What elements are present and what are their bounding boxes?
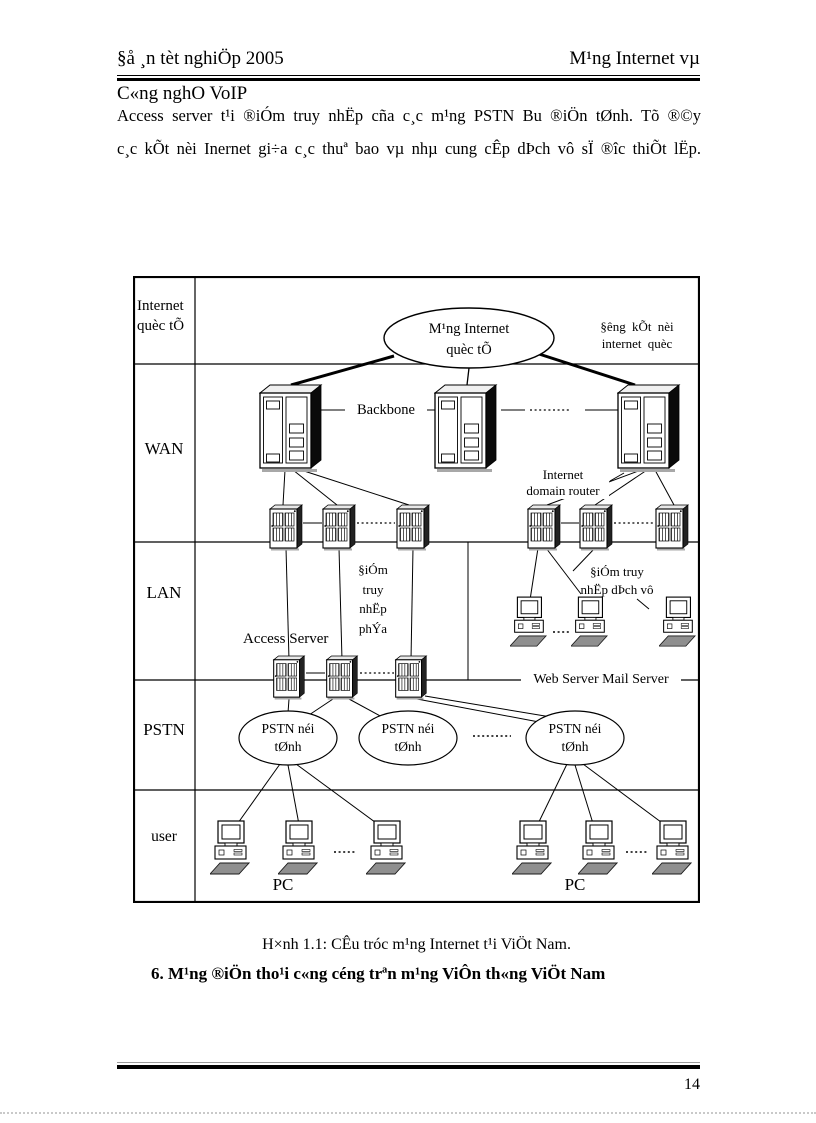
intl-link-note: §êng kÕt nèi internet quèc xyxy=(583,318,691,352)
row-label-wan: WAN xyxy=(144,439,184,458)
lan-router-icon-3 xyxy=(396,504,430,551)
service-access-note: §iÓm truy nhËp dÞch vô xyxy=(563,563,671,598)
access-server-icon-1 xyxy=(273,655,305,700)
pstn-cloud-1 xyxy=(238,710,338,766)
service-pc-icon-2 xyxy=(571,596,608,647)
page-bottom-dotted-line xyxy=(0,1112,816,1114)
pstn-cloud-label-3: PSTN néi tØnh xyxy=(527,720,623,755)
lan-router-icon-6 xyxy=(655,504,689,551)
page-number: 14 xyxy=(684,1076,700,1093)
lan-router-icon-2 xyxy=(322,504,356,551)
domain-router-note-line1: Internet xyxy=(542,467,584,482)
row-label-internet-quoc-te: Internet quèc tÕ xyxy=(137,298,185,334)
pstn-cloud-label-2: PSTN néi tØnh xyxy=(360,720,456,755)
service-pc-icon-3 xyxy=(659,596,696,647)
paragraph-line-1: Access server t¹i ®iÓm truy nhËp cña c¸c… xyxy=(117,106,701,125)
row-label-user: user xyxy=(151,828,177,845)
service-access-note-line2: nhËp dÞch vô xyxy=(580,581,654,597)
pstn-cloud-3-line1: PSTN néi xyxy=(548,721,602,736)
pc-label-left: PC xyxy=(264,875,302,895)
header-subtitle: C«ng nghO VoIP xyxy=(117,83,248,104)
header-left-title: §å ¸n tèt nghiÖp 2005 xyxy=(117,48,284,69)
access-server-icon-2 xyxy=(326,655,358,700)
intl-link-note-line2: internet quèc xyxy=(601,336,673,351)
access-point-note-line1: §iÓm xyxy=(358,562,388,577)
internet-cloud-line2: quèc tÕ xyxy=(446,342,492,358)
page-header: §å ¸n tèt nghiÖp 2005 M¹ng Internet vµ xyxy=(117,48,700,74)
intl-link-note-line1: §êng kÕt nèi xyxy=(600,319,674,334)
section-heading: 6. M¹ng ®iÖn tho¹i c«ng céng trªn m¹ng V… xyxy=(151,964,606,983)
user-pc-icon-1 xyxy=(210,820,250,875)
pstn-cloud-1-line2: tØnh xyxy=(274,738,302,754)
pstn-cloud-label-1: PSTN néi tØnh xyxy=(240,720,336,755)
wan-cabinet-icon-3 xyxy=(617,384,680,473)
internet-cloud-line1: M¹ng Internet xyxy=(428,321,510,337)
access-server-label: Access Server xyxy=(243,631,329,647)
figure-caption: H×nh 1.1: CÊu tróc m¹ng Internet t¹i ViÖ… xyxy=(262,936,571,953)
pstn-cloud-2-line2: tØnh xyxy=(394,738,422,754)
service-access-note-line1: §iÓm truy xyxy=(590,564,644,579)
header-right-title: M¹ng Internet vµ xyxy=(569,48,700,69)
pstn-cloud-1-line1: PSTN néi xyxy=(261,721,315,736)
internet-cloud-label: M¹ng Internet quèc tÕ xyxy=(384,319,554,361)
user-pc-icon-2 xyxy=(278,820,318,875)
pstn-cloud-3 xyxy=(525,710,625,766)
access-point-note-line3: nhËp xyxy=(359,601,387,616)
pstn-cloud-2-line1: PSTN néi xyxy=(381,721,435,736)
user-pc-icon-4 xyxy=(512,820,552,875)
footer-rule xyxy=(117,1062,700,1069)
user-pc-icon-3 xyxy=(366,820,406,875)
access-point-note-line2: truy xyxy=(362,581,384,597)
pstn-cloud-2 xyxy=(358,710,458,766)
lan-router-icon-1 xyxy=(269,504,303,551)
access-server-icon-3 xyxy=(395,655,427,700)
domain-router-note: Internet domain router xyxy=(517,467,609,499)
access-point-note-line4: phÝa xyxy=(358,620,388,636)
internet-cloud-ellipse xyxy=(383,307,555,369)
row-label-lan: LAN xyxy=(146,583,182,602)
access-point-note: §iÓm truy nhËp phÝa xyxy=(346,560,400,638)
wan-cabinet-icon-2 xyxy=(434,384,497,473)
row-label-pstn: PSTN xyxy=(143,720,185,739)
network-diagram: Internet quèc tÕ WAN LAN PSTN user M¹ng … xyxy=(132,275,701,904)
lan-router-icon-4 xyxy=(527,504,561,551)
paragraph-line-2: c¸c kÕt nèi Inernet gi÷a c¸c thuª bao vµ… xyxy=(117,139,701,158)
header-rule xyxy=(117,75,700,81)
lan-router-icon-5 xyxy=(579,504,613,551)
user-pc-icon-5 xyxy=(578,820,618,875)
wan-cabinet-icon-1 xyxy=(259,384,322,473)
backbone-label: Backbone xyxy=(345,400,427,420)
pstn-cloud-3-line2: tØnh xyxy=(561,738,589,754)
pc-label-right: PC xyxy=(556,875,594,895)
service-pc-icon-1 xyxy=(510,596,547,647)
user-pc-icon-6 xyxy=(652,820,692,875)
web-mail-label: Web Server Mail Server xyxy=(521,670,681,690)
domain-router-note-line2: domain router xyxy=(526,483,600,498)
